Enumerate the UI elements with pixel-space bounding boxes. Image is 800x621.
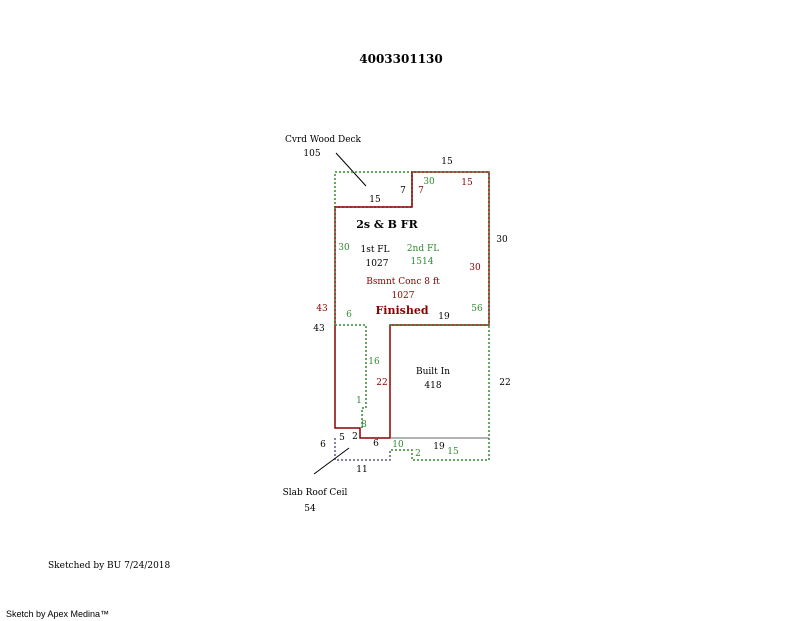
dim-right-30: 30: [496, 235, 508, 245]
dim-red-15-top: 15: [461, 178, 473, 188]
dim-black-19-bottom: 19: [433, 442, 445, 452]
dim-red-22: 22: [376, 378, 387, 388]
dim-deck-7a: 7: [400, 186, 406, 196]
built-in-label: Built In: [416, 367, 450, 377]
sketched-by-note: Sketched by BU 7/24/2018: [48, 561, 171, 571]
dim-green-10: 10: [392, 440, 404, 450]
deck-leader-line: [335, 152, 367, 187]
slab-leader-line: [313, 447, 350, 475]
green-inner-outline: [335, 324, 367, 428]
dim-black-43: 43: [313, 324, 325, 334]
deck-area: 105: [303, 149, 320, 159]
main-label: 2s & B FR: [356, 218, 418, 231]
dim-deck-15: 15: [369, 195, 381, 205]
dim-green-15: 15: [447, 447, 459, 457]
dim-green-56: 56: [471, 304, 483, 314]
first-floor-label: 1st FL: [360, 245, 389, 255]
slab-area: 54: [304, 504, 316, 514]
finished-label: Finished: [375, 304, 428, 317]
dim-black-6-left: 6: [320, 440, 326, 450]
deck-label: Cvrd Wood Deck: [285, 135, 362, 145]
dim-green-30-left: 30: [338, 243, 350, 253]
dim-deck-7b: 7: [418, 186, 424, 196]
software-credit: Sketch by Apex Medina™: [6, 609, 110, 619]
dim-black-2: 2: [352, 432, 358, 442]
first-floor-area: 1027: [366, 259, 389, 269]
dim-black-11: 11: [356, 465, 367, 475]
second-floor-label: 2nd FL: [407, 244, 439, 254]
dim-green-1: 1: [356, 396, 362, 406]
dim-green-16: 16: [368, 357, 380, 367]
dim-green-30-top: 30: [423, 177, 435, 187]
built-in-outline: [390, 324, 490, 461]
dim-green-8: 8: [361, 420, 367, 430]
built-in-area: 418: [424, 381, 441, 391]
dim-red-43: 43: [316, 304, 328, 314]
dim-red-30-right: 30: [469, 263, 481, 273]
slab-label: Slab Roof Ceil: [283, 488, 348, 498]
second-floor-outline: [412, 171, 490, 325]
dim-black-6-bottom: 6: [373, 439, 379, 449]
dim-black-5: 5: [339, 433, 345, 443]
dim-black-22-right: 22: [499, 378, 510, 388]
slab-outline: [334, 438, 391, 461]
basement-area: 1027: [392, 291, 415, 301]
dim-green-6: 6: [346, 310, 352, 320]
dim-green-2: 2: [415, 449, 421, 459]
dim-top-15: 15: [441, 157, 453, 167]
second-floor-area: 1514: [411, 257, 434, 267]
dim-black-19-mid: 19: [438, 312, 450, 322]
basement-label: Bsmnt Conc 8 ft: [366, 277, 440, 287]
parcel-id: 4003301130: [359, 52, 443, 66]
